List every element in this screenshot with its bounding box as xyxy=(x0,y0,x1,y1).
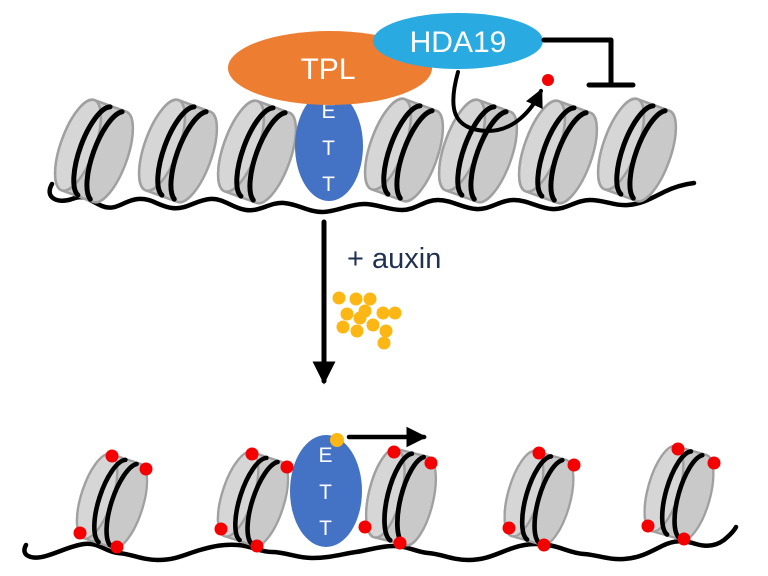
dna-wrap xyxy=(104,461,139,548)
auxin-treatment: + auxin xyxy=(312,219,441,385)
acetylation-mark-dot xyxy=(358,520,372,534)
hda19-body xyxy=(373,13,543,69)
auxin-molecule-dot xyxy=(349,292,363,306)
acetylation-mark-dot xyxy=(677,532,691,546)
dna-strand-bottom xyxy=(22,524,739,563)
deacetylation-arrow xyxy=(451,70,543,133)
ett-letter-1: E xyxy=(321,100,336,123)
acetylation-mark-dot xyxy=(424,456,438,470)
nucleosome xyxy=(75,452,149,550)
auxin-molecule-dot xyxy=(379,324,393,338)
dna-wrap xyxy=(519,454,554,542)
auxin-molecule-cluster xyxy=(332,291,402,350)
acetylation-mark-dot xyxy=(139,462,153,476)
ett-letter-3: T xyxy=(322,173,336,196)
dna-wrap xyxy=(532,457,565,545)
ett-protein-top: E T T xyxy=(295,91,363,201)
dna-wrap xyxy=(659,449,694,537)
tpl-label: TPL xyxy=(300,53,355,86)
hda19-label: HDA19 xyxy=(410,26,507,59)
acetylation-mark-dot xyxy=(537,538,551,552)
dna-wrap xyxy=(394,454,427,546)
nucleosome xyxy=(216,99,298,205)
auxin-molecule-dot xyxy=(388,306,402,320)
dna-wrap xyxy=(92,457,128,545)
acetylation-mark-dot xyxy=(641,519,655,533)
ett-body xyxy=(295,91,363,201)
top-chromatin-row xyxy=(47,97,697,215)
auxin-molecule-dot xyxy=(350,324,364,338)
dna-wrap xyxy=(382,451,415,543)
ett-body xyxy=(290,435,362,547)
auxin-molecule-dot xyxy=(353,311,367,325)
dna-wrap xyxy=(614,103,656,197)
dna-wrap xyxy=(381,103,423,197)
dna-wrap xyxy=(234,105,276,199)
dna-wrap xyxy=(455,104,497,198)
dna-wrap xyxy=(627,108,668,201)
acetylation-mark-dot xyxy=(250,539,264,553)
nucleosome xyxy=(643,444,715,542)
acetylation-mark-dot xyxy=(532,446,546,460)
dna-wrap xyxy=(245,459,280,546)
acetylation-mark-dot xyxy=(73,526,87,540)
auxin-label: + auxin xyxy=(347,243,441,275)
nucleosome xyxy=(437,98,519,204)
dna-wrap xyxy=(247,110,288,203)
acetylation-mark-dot xyxy=(110,540,124,554)
nucleosome-array-closed xyxy=(53,97,678,205)
nucleosome xyxy=(517,99,599,205)
acetylation-mark-dot xyxy=(245,447,259,461)
inhibition-tbar xyxy=(541,37,636,88)
acetylation-mark-dot xyxy=(280,460,294,474)
removed-acetyl-mark xyxy=(542,74,554,86)
dna-wrap xyxy=(233,455,269,543)
acetylation-mark-dot xyxy=(671,442,685,456)
auxin-molecule-dot xyxy=(363,292,377,306)
hda19-protein: HDA19 xyxy=(373,13,543,69)
ett-bound-auxin-dot xyxy=(330,433,344,447)
auxin-molecule-dot xyxy=(377,336,391,350)
nucleosome xyxy=(596,97,678,203)
dna-wrap xyxy=(468,109,509,202)
acetylation-marks xyxy=(73,442,721,554)
nucleosome xyxy=(216,450,290,548)
dna-wrap xyxy=(672,452,705,540)
auxin-molecule-dot xyxy=(376,306,390,320)
dna-wrap xyxy=(155,104,197,198)
nucleosome xyxy=(363,97,445,203)
dna-strand-top xyxy=(47,180,697,215)
bottom-chromatin-row xyxy=(22,444,739,563)
acetylation-mark-dot xyxy=(567,458,581,472)
nucleosome xyxy=(137,98,219,204)
dna-wrap xyxy=(535,105,577,199)
acetylation-mark-dot xyxy=(105,449,119,463)
auxin-molecule-dot xyxy=(366,318,380,332)
ett-letter-2: T xyxy=(322,137,336,160)
acetylation-mark-dot xyxy=(214,522,228,536)
acetylation-mark-dot xyxy=(502,521,516,535)
nucleosome xyxy=(364,447,438,547)
nucleosome-array-open xyxy=(75,444,715,550)
nucleosome xyxy=(53,98,135,204)
dna-wrap xyxy=(84,109,125,202)
dna-wrap xyxy=(394,108,435,201)
auxin-molecule-dot xyxy=(336,320,350,334)
dna-wrap xyxy=(71,104,113,198)
acetylation-mark-dot xyxy=(707,456,721,470)
ett-letter-1: E xyxy=(318,444,333,467)
ett-protein-bottom: E T T xyxy=(290,435,362,547)
ett-letter-2: T xyxy=(319,481,333,504)
ett-letter-3: T xyxy=(319,517,333,540)
dna-wrap xyxy=(168,109,209,202)
auxin-molecule-dot xyxy=(340,307,354,321)
acetylation-mark-dot xyxy=(387,445,401,459)
dna-wrap xyxy=(548,110,589,203)
acetylation-mark-dot xyxy=(393,536,407,550)
auxin-molecule-dot xyxy=(332,291,346,305)
